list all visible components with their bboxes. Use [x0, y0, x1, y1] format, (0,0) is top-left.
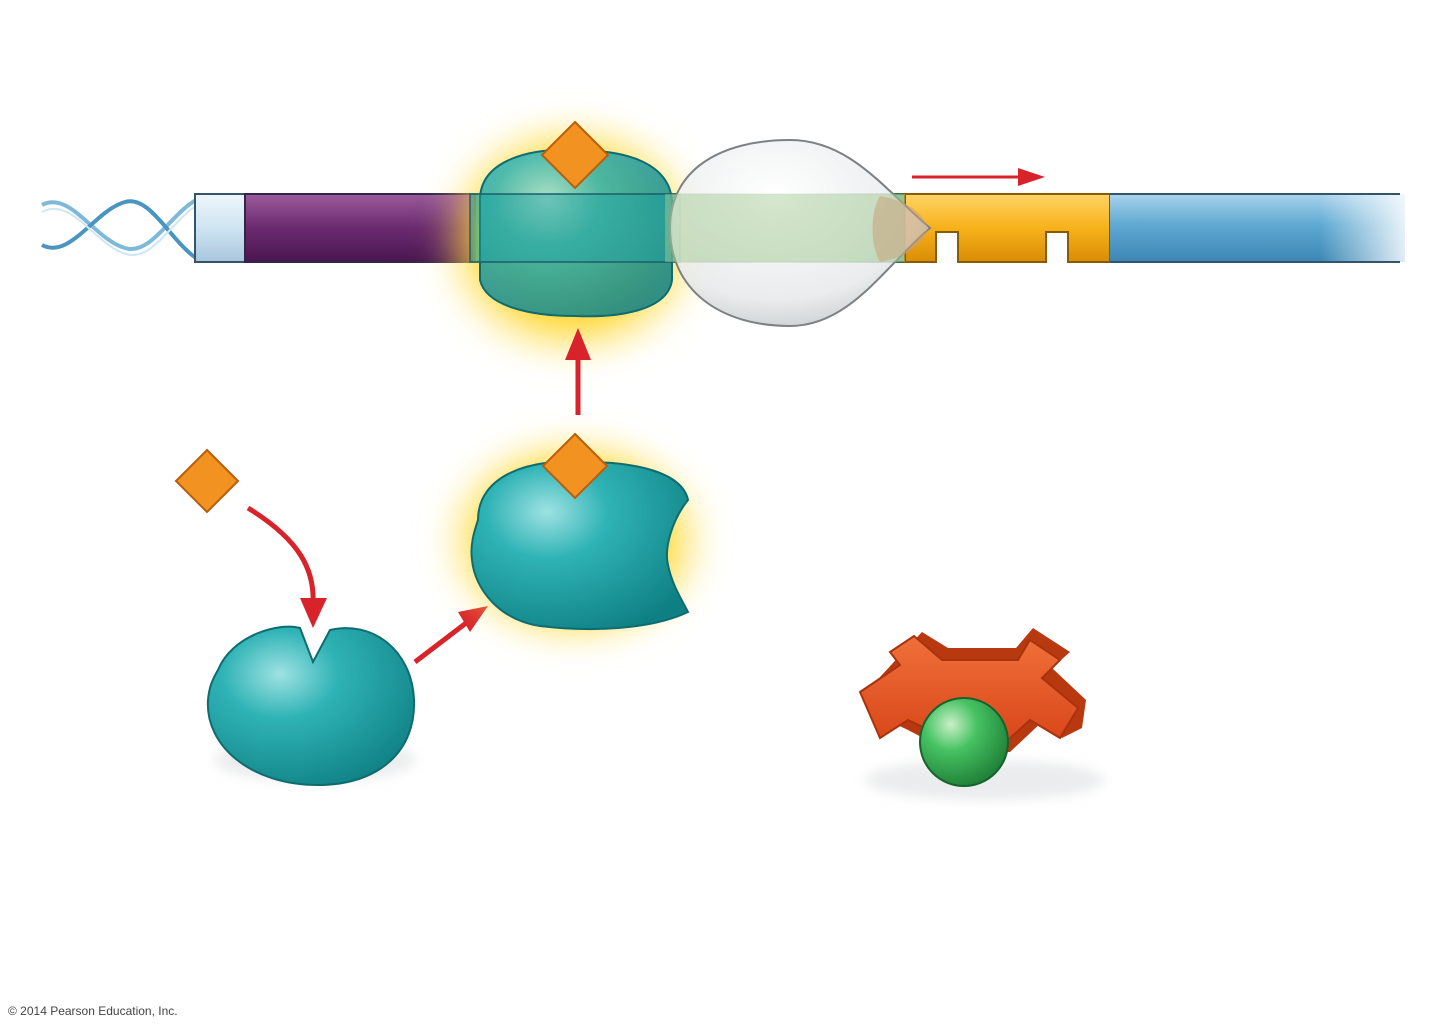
- inducer-molecule-icon: [174, 448, 240, 514]
- corepressor-ball-icon: [919, 697, 1009, 787]
- rna-polymerase-icon: [665, 138, 932, 328]
- inducer-molecule-icon: [540, 120, 610, 190]
- binding-arrow-icon: [246, 505, 327, 628]
- inducer-molecule-icon: [541, 432, 609, 500]
- inactive-activator-protein-icon: [206, 625, 416, 787]
- dna-helix-icon: [41, 198, 198, 260]
- dna-leader-segment: [194, 193, 246, 263]
- active-activator-complex: [435, 428, 715, 652]
- repressor-complex: [858, 628, 1105, 800]
- dna-binding-arrow-icon: [565, 328, 591, 415]
- dna-fade: [1320, 190, 1420, 266]
- copyright-text: © 2014 Pearson Education, Inc.: [8, 1004, 178, 1018]
- bound-activator-complex: [432, 112, 712, 368]
- transcription-direction-arrow-icon: [912, 168, 1045, 186]
- dna-gene-segment: [904, 193, 1111, 263]
